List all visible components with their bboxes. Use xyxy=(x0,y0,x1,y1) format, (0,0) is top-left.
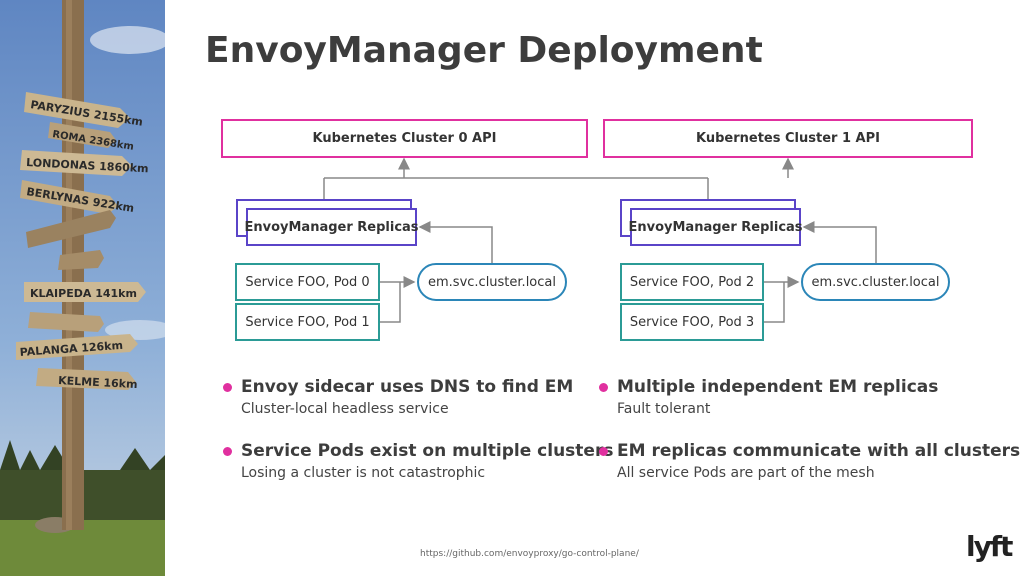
signpost-photo: PARYZIUS 2155km ROMA 2368km LONDONAS 186… xyxy=(0,0,165,576)
bullet-heading: Service Pods exist on multiple clusters xyxy=(241,441,614,461)
signpost-3: LONDONAS 1860km xyxy=(26,156,149,175)
signpost-5: KLAIPEDA 141km xyxy=(30,287,137,300)
arrow-dns0-to-replicas xyxy=(418,221,493,264)
bullet-detail: Cluster-local headless service xyxy=(241,401,449,417)
bullet-heading: Envoy sidecar uses DNS to find EM xyxy=(241,377,574,397)
cluster1-dns-box: em.svc.cluster.local xyxy=(801,263,950,301)
cluster0-api-box: Kubernetes Cluster 0 API xyxy=(221,119,588,158)
bullet-heading: Multiple independent EM replicas xyxy=(617,377,939,397)
cluster0-replicas-box: EnvoyManager Replicas xyxy=(244,208,419,246)
bullet-detail: Fault tolerant xyxy=(617,401,711,417)
bullet-dot-icon xyxy=(599,383,608,392)
pod-box-0: Service FOO, Pod 0 xyxy=(235,263,380,301)
bullet-dot-icon xyxy=(223,383,232,392)
cluster0-dns-box: em.svc.cluster.local xyxy=(417,263,567,301)
cluster1-replicas-box: EnvoyManager Replicas xyxy=(628,208,803,246)
bullet-detail: All service Pods are part of the mesh xyxy=(617,465,875,481)
signpost-7: KELME 16km xyxy=(58,374,138,391)
bullet-dot-icon xyxy=(599,447,608,456)
lyft-logo: lyft xyxy=(966,530,1013,563)
pod-box-2: Service FOO, Pod 2 xyxy=(620,263,764,301)
footer-source-link[interactable]: https://github.com/envoyproxy/go-control… xyxy=(420,549,639,559)
pod-box-1: Service FOO, Pod 1 xyxy=(235,303,380,341)
bullet-heading: EM replicas communicate with all cluster… xyxy=(617,441,1021,461)
bullet-dot-icon xyxy=(223,447,232,456)
page-title: EnvoyManager Deployment xyxy=(205,30,763,71)
cluster1-api-box: Kubernetes Cluster 1 API xyxy=(603,119,973,158)
pod-box-3: Service FOO, Pod 3 xyxy=(620,303,764,341)
bullet-detail: Losing a cluster is not catastrophic xyxy=(241,465,486,481)
arrow-dns1-to-replicas xyxy=(802,221,877,264)
